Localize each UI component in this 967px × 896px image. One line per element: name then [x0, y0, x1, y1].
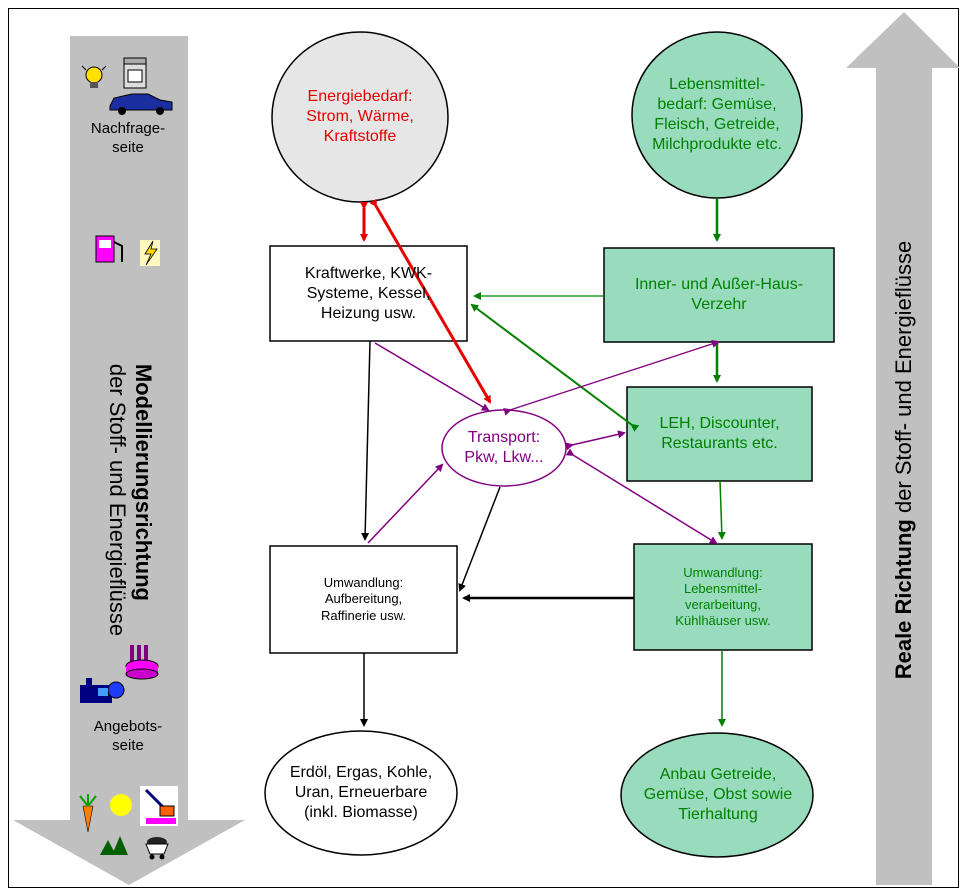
edge-retail-conversion-food — [717, 480, 726, 540]
edge-power-plants-transport — [374, 342, 490, 412]
real-direction-title-rest: der Stoff- und Energieflüsse — [891, 240, 916, 520]
real-direction-title: Reale Richtung der Stoff- und Energieflü… — [891, 241, 917, 680]
modelling-direction-title-bold: Modellierungsrichtung — [131, 363, 156, 601]
fuel-pump-icon — [95, 235, 123, 263]
edge-transport-conversion-food — [565, 448, 718, 545]
conversion-food-node — [633, 543, 813, 651]
power-plants-label: Kraftwerke, KWK- Systeme, Kessel, Heizun… — [304, 264, 433, 322]
car-icon — [109, 93, 173, 115]
modelling-direction-title: Modellierungsrichtung der Stoff- und Ene… — [104, 364, 156, 636]
conversion-energy-node — [269, 545, 458, 654]
consumption-label: Inner- und Außer-Haus- Verzehr — [634, 276, 804, 313]
food-demand-label: Lebensmittel- bedarf: Gemüse, Fleisch, G… — [652, 76, 782, 153]
transport-label: Transport: Pkw, Lkw... — [464, 429, 544, 466]
edge-transport-consumption — [503, 340, 720, 416]
stove-icon — [123, 57, 147, 89]
excavator-icon — [140, 786, 178, 826]
supply-side-label: Angebots- seite — [93, 718, 163, 754]
lightbulb-icon — [81, 65, 107, 88]
edges — [360, 198, 726, 727]
trees-icon — [100, 836, 128, 855]
edge-power-plants-conversion-energy — [361, 340, 371, 541]
food-demand-node — [631, 31, 803, 199]
real-direction-title-bold: Reale Richtung — [891, 519, 916, 680]
agriculture-node — [620, 732, 814, 858]
power-plant-icon — [80, 678, 125, 703]
primary-energy-node — [264, 730, 458, 856]
conversion-food-label: Umwandlung: Lebensmittel- verarbeitung, … — [675, 564, 771, 629]
lightning-icon — [140, 240, 160, 266]
demand-side-label: Nachfrage- seite — [90, 120, 166, 156]
energy-demand-label: Energiebedarf: Strom, Wärme, Kraftstoffe — [306, 88, 414, 145]
sun-icon — [110, 794, 132, 816]
edge-transport-conversion-energy — [458, 486, 501, 592]
carrot-icon — [79, 794, 97, 833]
conversion-energy-label: Umwandlung: Aufbereitung, Raffinerie usw… — [320, 575, 407, 623]
agriculture-label: Anbau Getreide, Gemüse, Obst sowie Tierh… — [643, 766, 793, 823]
retail-label: LEH, Discounter, Restaurants etc. — [659, 415, 780, 452]
primary-energy-label: Erdöl, Ergas, Kohle, Uran, Erneuerbare (… — [289, 764, 433, 821]
coal-cart-icon — [145, 837, 169, 860]
modelling-direction-title-rest: der Stoff- und Energieflüsse — [105, 363, 130, 637]
edge-transport-retail — [565, 430, 626, 451]
edge-conversion-energy-transport — [367, 463, 444, 544]
modelling-direction-arrow — [13, 36, 245, 885]
real-direction-arrow — [846, 12, 960, 885]
factory-icon — [125, 645, 159, 680]
consumption-node — [603, 247, 835, 343]
